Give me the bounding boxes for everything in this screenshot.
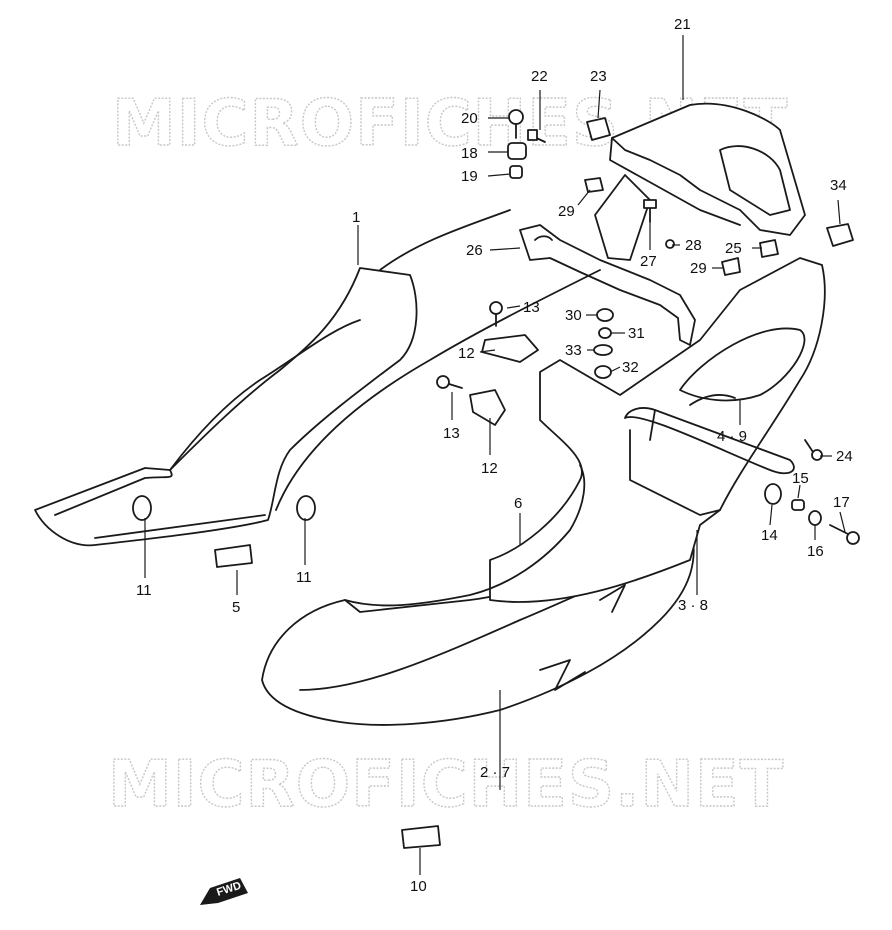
callout-14: 14 <box>761 527 778 544</box>
left-frame-cover <box>34 209 511 547</box>
callout-20: 20 <box>461 110 478 127</box>
callout-18: 18 <box>461 145 478 162</box>
watermark-bottom: MICROFICHES.NET <box>108 748 784 822</box>
callout-10: 10 <box>410 878 427 895</box>
rear-cowl-side <box>489 257 826 603</box>
callout-17: 17 <box>833 494 850 511</box>
callout-24: 24 <box>836 448 853 465</box>
callout-19: 19 <box>461 168 478 185</box>
callout-23: 23 <box>590 68 607 85</box>
callout-12a: 12 <box>458 345 475 362</box>
callout-27: 27 <box>640 253 657 270</box>
callout-2-7: 2 · 7 <box>480 764 510 781</box>
grab-frame <box>519 174 696 346</box>
hardware <box>132 109 860 849</box>
callout-labels: 1 2 · 7 3 · 8 4 · 9 5 6 10 11 11 12 12 1… <box>136 16 853 895</box>
callout-29b: 29 <box>690 260 707 277</box>
callout-31: 31 <box>628 325 645 342</box>
callout-28: 28 <box>685 237 702 254</box>
callout-12b: 12 <box>481 460 498 477</box>
forward-direction-arrow: FWD <box>200 878 248 905</box>
callout-6: 6 <box>514 495 522 512</box>
callout-33: 33 <box>565 342 582 359</box>
callout-4-9: 4 · 9 <box>717 428 747 445</box>
rear-carrier <box>609 102 806 236</box>
callout-3-8: 3 · 8 <box>678 597 708 614</box>
callout-22: 22 <box>531 68 548 85</box>
callout-16: 16 <box>807 543 824 560</box>
callout-30: 30 <box>565 307 582 324</box>
inner-tray <box>275 269 601 607</box>
callout-32: 32 <box>622 359 639 376</box>
callout-11b: 11 <box>296 569 312 586</box>
callout-1: 1 <box>352 209 360 226</box>
callout-34: 34 <box>830 177 847 194</box>
callout-5: 5 <box>232 599 240 616</box>
callout-21: 21 <box>674 16 691 33</box>
callout-13b: 13 <box>443 425 460 442</box>
callout-11a: 11 <box>136 582 152 599</box>
leader-lines <box>144 35 846 875</box>
callout-15: 15 <box>792 470 809 487</box>
callout-25: 25 <box>725 240 742 257</box>
callout-13a: 13 <box>523 299 540 316</box>
callout-29a: 29 <box>558 203 575 220</box>
callout-26: 26 <box>466 242 483 259</box>
